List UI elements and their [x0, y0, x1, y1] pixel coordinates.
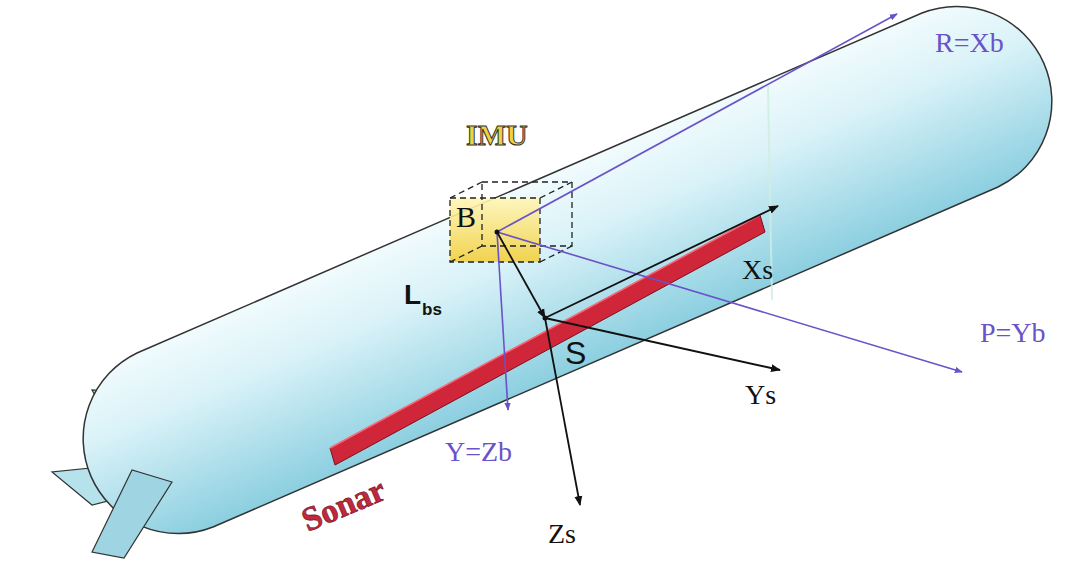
auv-hull: [83, 6, 1052, 533]
origin-label: S: [565, 336, 586, 371]
axis-label: P=Yb: [980, 318, 1046, 349]
sonar-array: [330, 215, 765, 465]
axis-label: R=Xb: [935, 28, 1004, 59]
sonar-axes: [497, 206, 780, 505]
origin-point: [495, 230, 500, 235]
axis-label: Zs: [548, 519, 576, 550]
origin-label: B: [456, 200, 476, 233]
axis-label: Ys: [745, 380, 776, 411]
body-axes: [497, 14, 962, 410]
imu-face: [450, 198, 540, 262]
lever-arm-label: L: [404, 280, 421, 311]
origin-point: [543, 316, 548, 321]
sonar-array-edge: [330, 215, 760, 448]
axis-label: Y=Zb: [445, 437, 512, 468]
tail-fin: [92, 470, 172, 558]
axis-label: Xs: [742, 255, 773, 286]
lever-arm-subscript: bs: [422, 301, 442, 320]
imu-label: IMU: [466, 118, 528, 151]
imu-cube: [450, 182, 572, 262]
